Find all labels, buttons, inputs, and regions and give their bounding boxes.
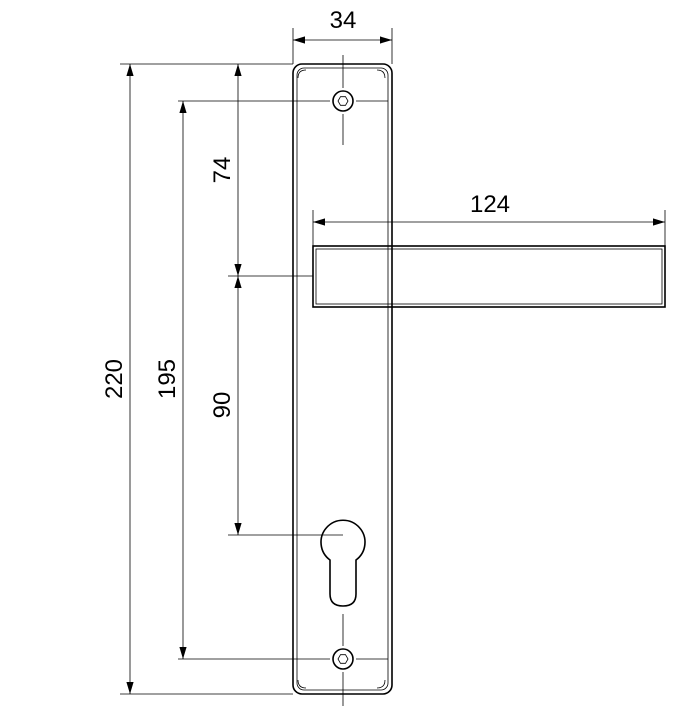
cylinder-keyhole bbox=[228, 519, 366, 607]
dim-label-195: 195 bbox=[154, 359, 181, 399]
dim-label-220: 220 bbox=[101, 359, 128, 399]
dim-label-34: 34 bbox=[330, 7, 357, 34]
dim-label-124: 124 bbox=[470, 191, 510, 218]
dimension-handle-length: 124 bbox=[312, 191, 666, 246]
backplate bbox=[292, 63, 393, 695]
dimension-handle-to-cylinder: 90 bbox=[209, 276, 242, 535]
dim-label-74: 74 bbox=[209, 157, 236, 184]
bottom-screw bbox=[178, 614, 388, 706]
handle-lever bbox=[228, 245, 666, 308]
dimension-top-to-handle: 74 bbox=[209, 64, 242, 276]
dim-label-90: 90 bbox=[209, 392, 236, 419]
dimension-plate-height: 220 bbox=[101, 63, 293, 695]
dimension-plate-width: 34 bbox=[292, 7, 393, 64]
top-screw bbox=[178, 55, 388, 145]
dimension-screw-spacing: 195 bbox=[154, 101, 187, 659]
